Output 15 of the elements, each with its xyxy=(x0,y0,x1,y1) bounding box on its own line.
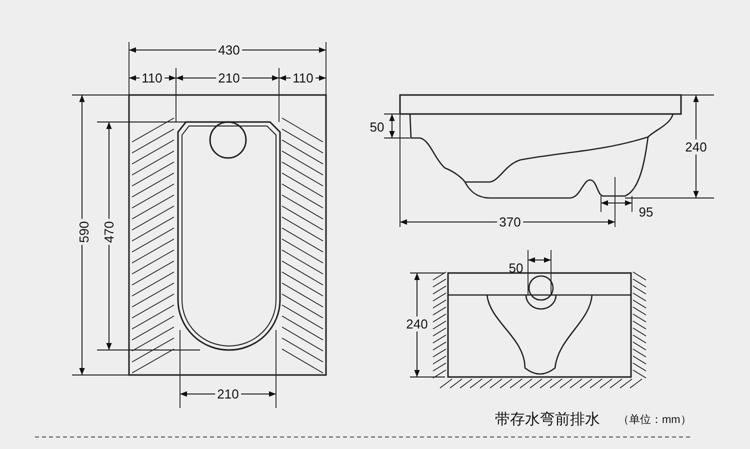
unit-note: （单位：mm） xyxy=(618,413,692,428)
dimension-label: 240 xyxy=(683,140,709,154)
dimension-label: 110 xyxy=(140,70,164,86)
dimension-label: 50 xyxy=(368,120,386,134)
dimension-label: 470 xyxy=(102,219,116,245)
dimension-label: 370 xyxy=(497,214,523,230)
dimension-label: 430 xyxy=(216,42,242,58)
dimension-label: 110 xyxy=(290,70,316,86)
dimension-label: 210 xyxy=(216,70,242,86)
dimension-label: 210 xyxy=(215,386,241,402)
dimension-label: 240 xyxy=(404,316,430,332)
dimension-label: 50 xyxy=(508,260,524,276)
dimension-label: 590 xyxy=(76,219,92,245)
caption: 带存水弯前排水 xyxy=(495,411,600,429)
dimension-label: 95 xyxy=(638,204,654,220)
